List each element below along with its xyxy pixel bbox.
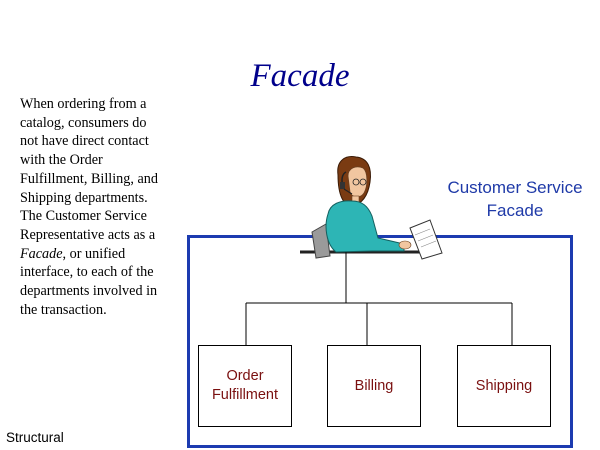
glasses-left bbox=[352, 178, 360, 186]
description-line: with the Order bbox=[20, 152, 103, 169]
description-text: When ordering from a catalog, consumers … bbox=[20, 95, 192, 319]
description-line: not have direct contact bbox=[20, 133, 149, 150]
facade-label: Customer Service Facade bbox=[430, 176, 600, 222]
shipping-label: Shipping bbox=[475, 377, 533, 394]
description-line: departments involved in bbox=[20, 283, 158, 300]
order-label-line-2: Fulfillment bbox=[211, 387, 279, 403]
description-line: Representative acts as a bbox=[20, 226, 156, 243]
torso bbox=[325, 200, 405, 253]
face bbox=[347, 166, 368, 198]
facade-boundary bbox=[187, 235, 573, 448]
description-line: The Customer Service bbox=[20, 208, 147, 225]
description-line: When ordering from a bbox=[20, 96, 147, 112]
description-line: Fulfillment, Billing, and bbox=[20, 170, 158, 187]
connector-lines bbox=[245, 252, 513, 345]
headset-earpiece bbox=[340, 182, 345, 189]
hand bbox=[398, 240, 412, 250]
description-line: interface, to each of the bbox=[20, 264, 154, 281]
facade-label-line-2: Facade bbox=[486, 201, 544, 220]
description-line: Shipping departments. bbox=[20, 189, 148, 206]
billing-box: Billing bbox=[327, 345, 421, 427]
paper bbox=[409, 219, 443, 260]
description-line: catalog, consumers do bbox=[20, 114, 147, 131]
representative-illustration bbox=[311, 156, 443, 260]
slide-title: Facade bbox=[250, 58, 350, 94]
facade-label-line-1: Customer Service bbox=[447, 178, 583, 197]
shipping-box: Shipping bbox=[457, 345, 551, 427]
headset-mic bbox=[343, 188, 353, 195]
order-label-line-1: Order bbox=[226, 368, 264, 384]
description-line: the transaction. bbox=[20, 301, 107, 318]
footer-label: Structural bbox=[6, 430, 64, 445]
order-fulfillment-box: Order Fulfillment bbox=[198, 345, 292, 427]
chair bbox=[311, 223, 331, 259]
description-line: Facade, or unified bbox=[20, 245, 126, 262]
billing-label: Billing bbox=[354, 377, 394, 394]
glasses-right bbox=[359, 178, 367, 186]
